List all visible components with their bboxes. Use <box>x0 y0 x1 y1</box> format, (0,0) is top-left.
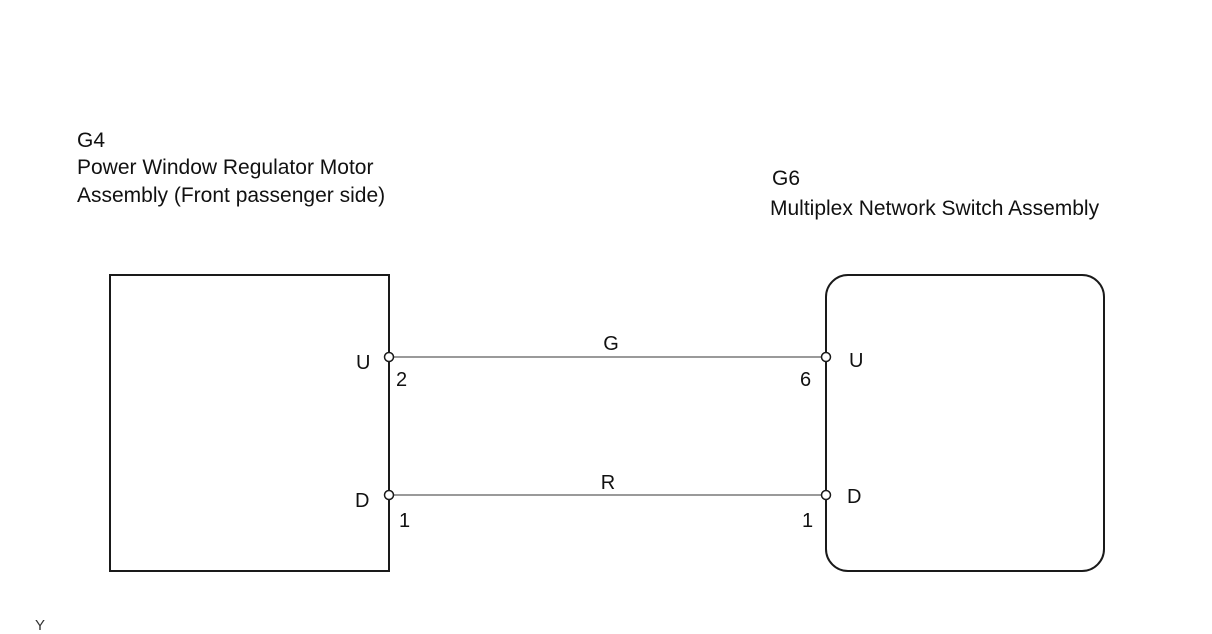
left-pin-u-signal: U <box>356 352 370 374</box>
right-component-name: Multiplex Network Switch Assembly <box>770 197 1100 220</box>
left-component-box <box>109 274 390 572</box>
right-terminal-u <box>820 351 832 363</box>
wire-d-color-label: R <box>601 472 615 494</box>
wire-u-color-label: G <box>603 333 619 355</box>
right-pin-d-number: 1 <box>802 510 813 532</box>
right-component-code: G6 <box>772 167 800 190</box>
left-component-code: G4 <box>77 129 105 152</box>
left-pin-d-signal: D <box>355 490 369 512</box>
left-pin-u-number: 2 <box>396 369 407 391</box>
right-pin-u-signal: U <box>849 350 863 372</box>
left-component-name-line2: Assembly (Front passenger side) <box>77 184 385 207</box>
right-terminal-d <box>820 489 832 501</box>
footer-mark: Y <box>35 617 45 634</box>
right-pin-d-signal: D <box>847 486 861 508</box>
right-component-box <box>825 274 1105 572</box>
left-pin-d-number: 1 <box>399 510 410 532</box>
right-pin-u-number: 6 <box>800 369 811 391</box>
left-terminal-d <box>383 489 395 501</box>
left-component-name-line1: Power Window Regulator Motor <box>77 156 373 179</box>
left-terminal-u <box>383 351 395 363</box>
